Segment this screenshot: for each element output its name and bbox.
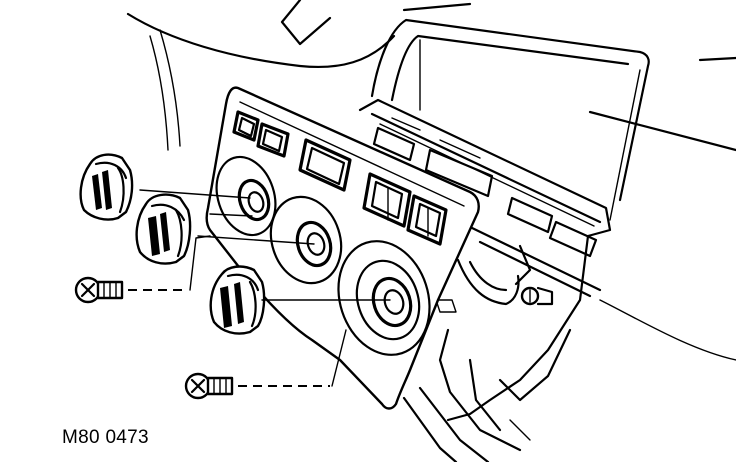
dashboard-background [126,0,736,361]
middle-control-knob [135,193,192,265]
lower-retaining-screw [184,329,347,400]
lower-control-knob [209,265,266,335]
rear-dash-unit [358,98,612,462]
upper-control-knob [79,153,134,221]
figure-reference-code: M80 0473 [62,427,149,448]
control-panel-plate [205,86,480,410]
knob-alignment-lines [139,189,391,301]
upper-retaining-screw [74,235,211,304]
